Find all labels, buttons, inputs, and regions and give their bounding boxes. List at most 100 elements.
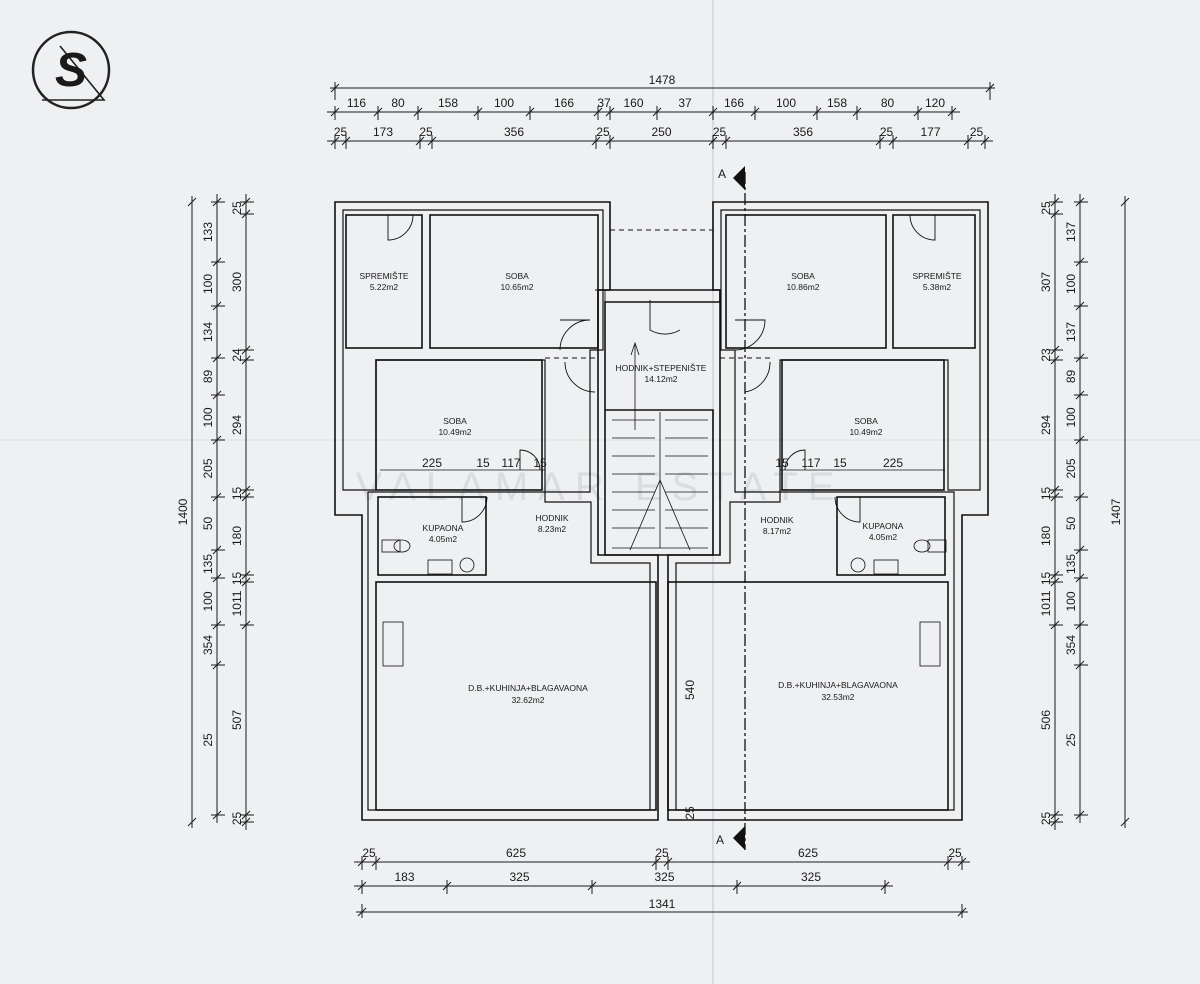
dimension-label: 354 xyxy=(201,635,215,655)
dimension-label: 160 xyxy=(623,96,643,110)
dimension-label: 625 xyxy=(798,846,818,860)
room-area: 32.53m2 xyxy=(821,692,854,702)
dimension-lines xyxy=(187,82,1130,918)
inner-dim: 117 xyxy=(801,456,820,470)
dimension-label: 307 xyxy=(1039,272,1053,292)
dimension-label: 205 xyxy=(201,458,215,478)
dimension-label: 205 xyxy=(1064,458,1078,478)
dimension-label: 1011 xyxy=(230,590,244,616)
dimension-label: 180 xyxy=(1039,526,1053,546)
dim-line xyxy=(187,197,197,207)
dimension-label: 25 xyxy=(334,125,348,139)
room-name: D.B.+KUHINJA+BLAGAVAONA xyxy=(778,680,898,690)
inner-dim: 117 xyxy=(501,456,520,470)
dimension-label: 25 xyxy=(1064,733,1078,747)
dimension-label: 25 xyxy=(880,125,894,139)
dimension-label: 50 xyxy=(1064,517,1078,531)
dimension-label: 25 xyxy=(948,846,962,860)
dimension-label: 1407 xyxy=(1109,498,1123,525)
dimension-label: 89 xyxy=(1064,370,1078,384)
dimension-label: 506 xyxy=(1039,710,1053,730)
room-area: 32.62m2 xyxy=(511,695,544,705)
dimension-label: 625 xyxy=(506,846,526,860)
room-name: KUPAONA xyxy=(863,521,904,531)
stair-bottom-dim: 25 xyxy=(683,806,697,820)
dim-line xyxy=(1120,817,1130,827)
dimension-label: 100 xyxy=(494,96,514,110)
dimension-label: 25 xyxy=(970,125,984,139)
dimension-label: 100 xyxy=(201,591,215,611)
room-name: KUPAONA xyxy=(423,523,464,533)
dimension-label: 294 xyxy=(230,415,244,435)
room-area: 4.05m2 xyxy=(429,534,458,544)
dimension-label: 507 xyxy=(230,710,244,730)
dimension-label: 300 xyxy=(230,272,244,292)
dimension-label: 23 xyxy=(1039,348,1053,362)
dimension-label: 325 xyxy=(801,870,821,884)
stair-edge xyxy=(629,479,661,551)
dim-line xyxy=(187,817,197,827)
stair-arrow-icon xyxy=(630,341,640,356)
dimension-label: 325 xyxy=(654,870,674,884)
dimension-label: 133 xyxy=(201,222,215,242)
dimension-label: 137 xyxy=(1064,222,1078,242)
room-area: 5.38m2 xyxy=(923,282,952,292)
dimension-label: 37 xyxy=(597,96,611,110)
dimension-label: 15 xyxy=(1039,572,1053,586)
room-area: 4.05m2 xyxy=(869,532,898,542)
dimension-label: 25 xyxy=(230,201,244,215)
dimension-label: 354 xyxy=(1064,635,1078,655)
dimension-label: 166 xyxy=(554,96,574,110)
room-name: SOBA xyxy=(505,271,529,281)
dimension-label: 25 xyxy=(1039,812,1053,826)
section-line-a: A A xyxy=(716,166,746,850)
dimension-label: 1341 xyxy=(649,897,676,911)
dimension-label: 356 xyxy=(793,125,813,139)
dimension-label: 25 xyxy=(1039,201,1053,215)
dimension-label: 80 xyxy=(391,96,405,110)
stair-edge xyxy=(659,479,691,551)
room-name: SPREMIŠTE xyxy=(359,271,408,281)
room-area: 10.49m2 xyxy=(438,427,471,437)
dimension-label: 100 xyxy=(1064,407,1078,427)
dimension-label: 15 xyxy=(230,487,244,501)
dimension-label: 25 xyxy=(230,812,244,826)
dimension-label: 100 xyxy=(776,96,796,110)
room-name: HODNIK xyxy=(535,513,568,523)
walls xyxy=(334,201,989,821)
room-area: 10.65m2 xyxy=(500,282,533,292)
dimension-label: 325 xyxy=(509,870,529,884)
dimension-label: 25 xyxy=(362,846,376,860)
bathroom-fixtures xyxy=(381,539,947,667)
inner-dim: 225 xyxy=(422,456,442,470)
room-area: 8.23m2 xyxy=(538,524,567,534)
inner-dimensions: 225 15 117 15 15 117 15 225 540 25 xyxy=(380,456,945,820)
room-name: SPREMIŠTE xyxy=(912,271,961,281)
room-name: SOBA xyxy=(791,271,815,281)
dimension-label: 158 xyxy=(438,96,458,110)
dimension-label: 80 xyxy=(881,96,895,110)
room-labels: SPREMIŠTE 5.22m2 SOBA 10.65m2 HODNIK+STE… xyxy=(359,271,961,705)
dimension-label: 356 xyxy=(504,125,524,139)
dimension-label: 25 xyxy=(655,846,669,860)
dimension-label: 50 xyxy=(201,517,215,531)
dimension-label: 116 xyxy=(347,96,366,110)
dimension-label: 89 xyxy=(201,370,215,384)
dimension-label: 294 xyxy=(1039,415,1053,435)
section-marker-bottom: A xyxy=(716,833,724,847)
section-marker-top: A xyxy=(718,167,726,181)
dimension-label: 1400 xyxy=(176,498,190,525)
room-area: 10.86m2 xyxy=(786,282,819,292)
room-area: 10.49m2 xyxy=(849,427,882,437)
dimension-label: 1478 xyxy=(649,73,676,87)
dimension-label: 1011 xyxy=(1039,590,1053,616)
dimension-label: 24 xyxy=(230,348,244,362)
dimension-label: 25 xyxy=(713,125,727,139)
inner-dim: 225 xyxy=(883,456,903,470)
dimension-label: 37 xyxy=(678,96,692,110)
dim-line xyxy=(1120,197,1130,207)
inner-dim: 15 xyxy=(833,456,847,470)
dimension-label: 15 xyxy=(1039,487,1053,501)
room-area: 14.12m2 xyxy=(644,374,677,384)
